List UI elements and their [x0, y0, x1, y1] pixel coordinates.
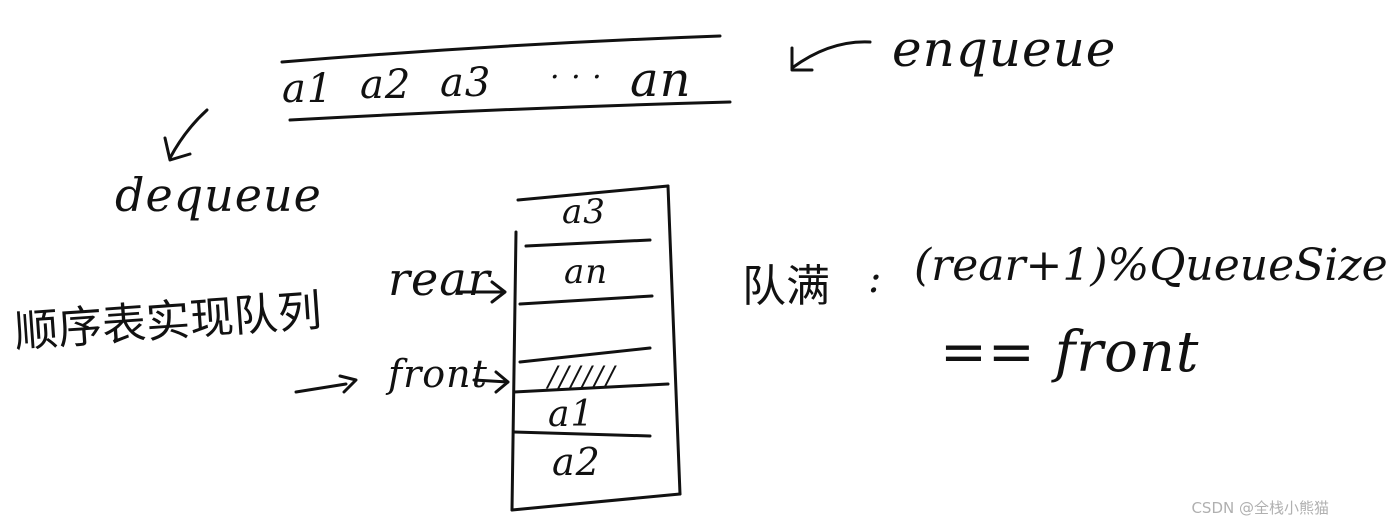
array-right-border: [666, 184, 682, 496]
cell-divider-4: [512, 382, 670, 394]
queue-element-a1: a1: [282, 66, 334, 112]
front-arrow: [472, 370, 510, 394]
queue-top-line: [280, 34, 722, 64]
watermark: CSDN @全栈小熊猫: [1191, 499, 1329, 517]
dequeue-label: dequeue: [115, 168, 322, 222]
array-cell-4: a1: [548, 394, 595, 435]
cell-divider-3: [518, 346, 652, 364]
full-condition-label: 队满: [742, 261, 830, 312]
array-bottom-edge: [510, 492, 682, 512]
rear-arrow: [458, 280, 507, 304]
queue-element-an: an: [630, 52, 692, 108]
queue-bottom-line: [288, 100, 732, 122]
array-left-border: [510, 230, 518, 512]
array-top-edge: [516, 184, 670, 202]
front-pointer-arrow: [294, 374, 358, 394]
queue-element-a2: a2: [360, 62, 412, 108]
queue-ellipsis: · · ·: [550, 60, 603, 95]
full-condition-expr: (rear+1)%QueueSize: [914, 240, 1388, 291]
enqueue-arrow-shaft: [790, 40, 872, 70]
array-cell-0: a3: [562, 192, 606, 232]
dequeue-arrow-shaft: [168, 108, 209, 160]
array-cell-1: an: [564, 252, 609, 292]
front-label: front: [388, 352, 488, 396]
array-cell-3: //////: [548, 360, 617, 393]
full-condition-sep: :: [868, 256, 883, 302]
enqueue-label: enqueue: [892, 20, 1117, 78]
dequeue-arrow-head: [163, 136, 192, 162]
cell-divider-1: [524, 238, 652, 248]
queue-element-a3: a3: [440, 60, 492, 106]
full-condition-eq: == front: [940, 320, 1200, 385]
enqueue-arrow-head: [790, 46, 814, 72]
rear-label: rear: [388, 252, 491, 306]
array-cell-5: a2: [552, 440, 601, 484]
diagram-canvas: [163, 34, 872, 512]
cell-divider-2: [518, 294, 654, 306]
cell-divider-5: [512, 430, 652, 438]
